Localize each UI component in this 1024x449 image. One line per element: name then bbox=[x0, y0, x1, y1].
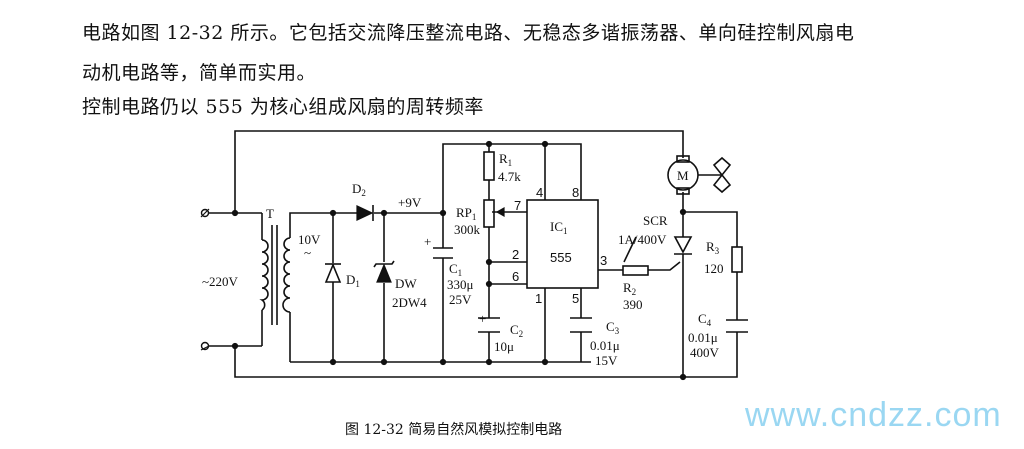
label-R1-value: 4.7k bbox=[498, 169, 521, 184]
vcc-rail bbox=[442, 143, 582, 213]
label-10v: 10V bbox=[298, 232, 321, 247]
label-C4-voltage: 400V bbox=[690, 345, 720, 360]
figure-caption: 图 12-32 简易自然风模拟控制电路 bbox=[345, 422, 563, 438]
label-pin5: 5 bbox=[572, 291, 579, 306]
top-wire bbox=[234, 130, 684, 213]
capacitor-C2 bbox=[478, 317, 500, 333]
transformer-T bbox=[259, 225, 291, 325]
label-IC-555: 555 bbox=[550, 250, 572, 265]
resistor-R2 bbox=[622, 265, 649, 276]
diode-D2 bbox=[356, 205, 374, 221]
component-labels: T ~220V 10V ~ D1 D2 DW 2DW4 +9V + C1 330… bbox=[202, 151, 724, 368]
label-D2: D2 bbox=[352, 181, 366, 198]
wires bbox=[208, 130, 738, 381]
label-T: T bbox=[266, 206, 274, 221]
label-R1: R1 bbox=[499, 151, 512, 168]
label-tilde: ~ bbox=[304, 245, 311, 260]
label-SCR-rating: 1A/400V bbox=[618, 232, 667, 247]
label-R2-value: 390 bbox=[623, 297, 643, 312]
capacitor-C1 bbox=[433, 247, 453, 259]
label-C1-value: 330μ bbox=[447, 277, 474, 292]
label-plus9v: +9V bbox=[398, 195, 422, 210]
label-DW: DW bbox=[395, 276, 417, 291]
label-D1: D1 bbox=[346, 272, 360, 289]
ac-terminals bbox=[200, 208, 210, 351]
zener-DW bbox=[373, 260, 395, 283]
label-C2-value: 10μ bbox=[494, 339, 514, 354]
label-R3: R3 bbox=[706, 239, 720, 256]
label-RP1-value: 300k bbox=[454, 222, 481, 237]
label-c2-plus: + bbox=[479, 311, 486, 326]
label-C1-voltage: 25V bbox=[449, 292, 472, 307]
label-DW-model: 2DW4 bbox=[392, 295, 427, 310]
label-pin7: 7 bbox=[514, 198, 521, 213]
potentiometer-RP1 bbox=[483, 199, 505, 228]
label-M: M bbox=[677, 168, 689, 183]
fan-motor-M bbox=[667, 155, 732, 195]
label-ac-voltage: ~220V bbox=[202, 274, 239, 289]
label-C2: C2 bbox=[510, 322, 523, 339]
label-R2: R2 bbox=[623, 280, 636, 297]
label-C1: C1 bbox=[449, 261, 462, 278]
label-IC1: IC1 bbox=[550, 219, 568, 236]
label-C3-value: 0.01μ bbox=[590, 338, 620, 353]
bottom-long-wire bbox=[234, 343, 738, 378]
label-pin8: 8 bbox=[572, 185, 579, 200]
intro-paragraph-line2: 动机电路等，简单而实用。 bbox=[82, 62, 317, 84]
ic-555 bbox=[526, 199, 599, 289]
resistor-R1 bbox=[483, 151, 495, 181]
label-pin6: 6 bbox=[512, 269, 519, 284]
intro-paragraph-line1: 电路如图 12-32 所示。它包括交流降压整流电路、无稳态多谐振荡器、单向硅控制… bbox=[82, 22, 855, 44]
label-pin3: 3 bbox=[600, 253, 607, 268]
label-c1-plus: + bbox=[424, 234, 431, 249]
intro-paragraph-line3: 控制电路仍以 555 为核心组成风扇的周转频率 bbox=[82, 96, 484, 118]
label-R3-value: 120 bbox=[704, 261, 724, 276]
label-pin2: 2 bbox=[512, 247, 519, 262]
label-pin1: 1 bbox=[535, 291, 542, 306]
diode-D1 bbox=[324, 262, 342, 283]
capacitor-C4 bbox=[726, 319, 748, 343]
resistor-R3 bbox=[731, 246, 743, 273]
label-C4-value: 0.01μ bbox=[688, 330, 718, 345]
watermark: www.cndzz.com bbox=[745, 396, 1002, 434]
label-C3-voltage: 15V bbox=[595, 353, 618, 368]
thyristor-SCR bbox=[623, 236, 693, 263]
capacitor-C3 bbox=[570, 317, 592, 333]
label-C3: C3 bbox=[606, 319, 620, 336]
label-SCR: SCR bbox=[643, 213, 668, 228]
label-pin4: 4 bbox=[536, 185, 543, 200]
label-C4: C4 bbox=[698, 311, 712, 328]
label-RP1: RP1 bbox=[456, 205, 476, 222]
